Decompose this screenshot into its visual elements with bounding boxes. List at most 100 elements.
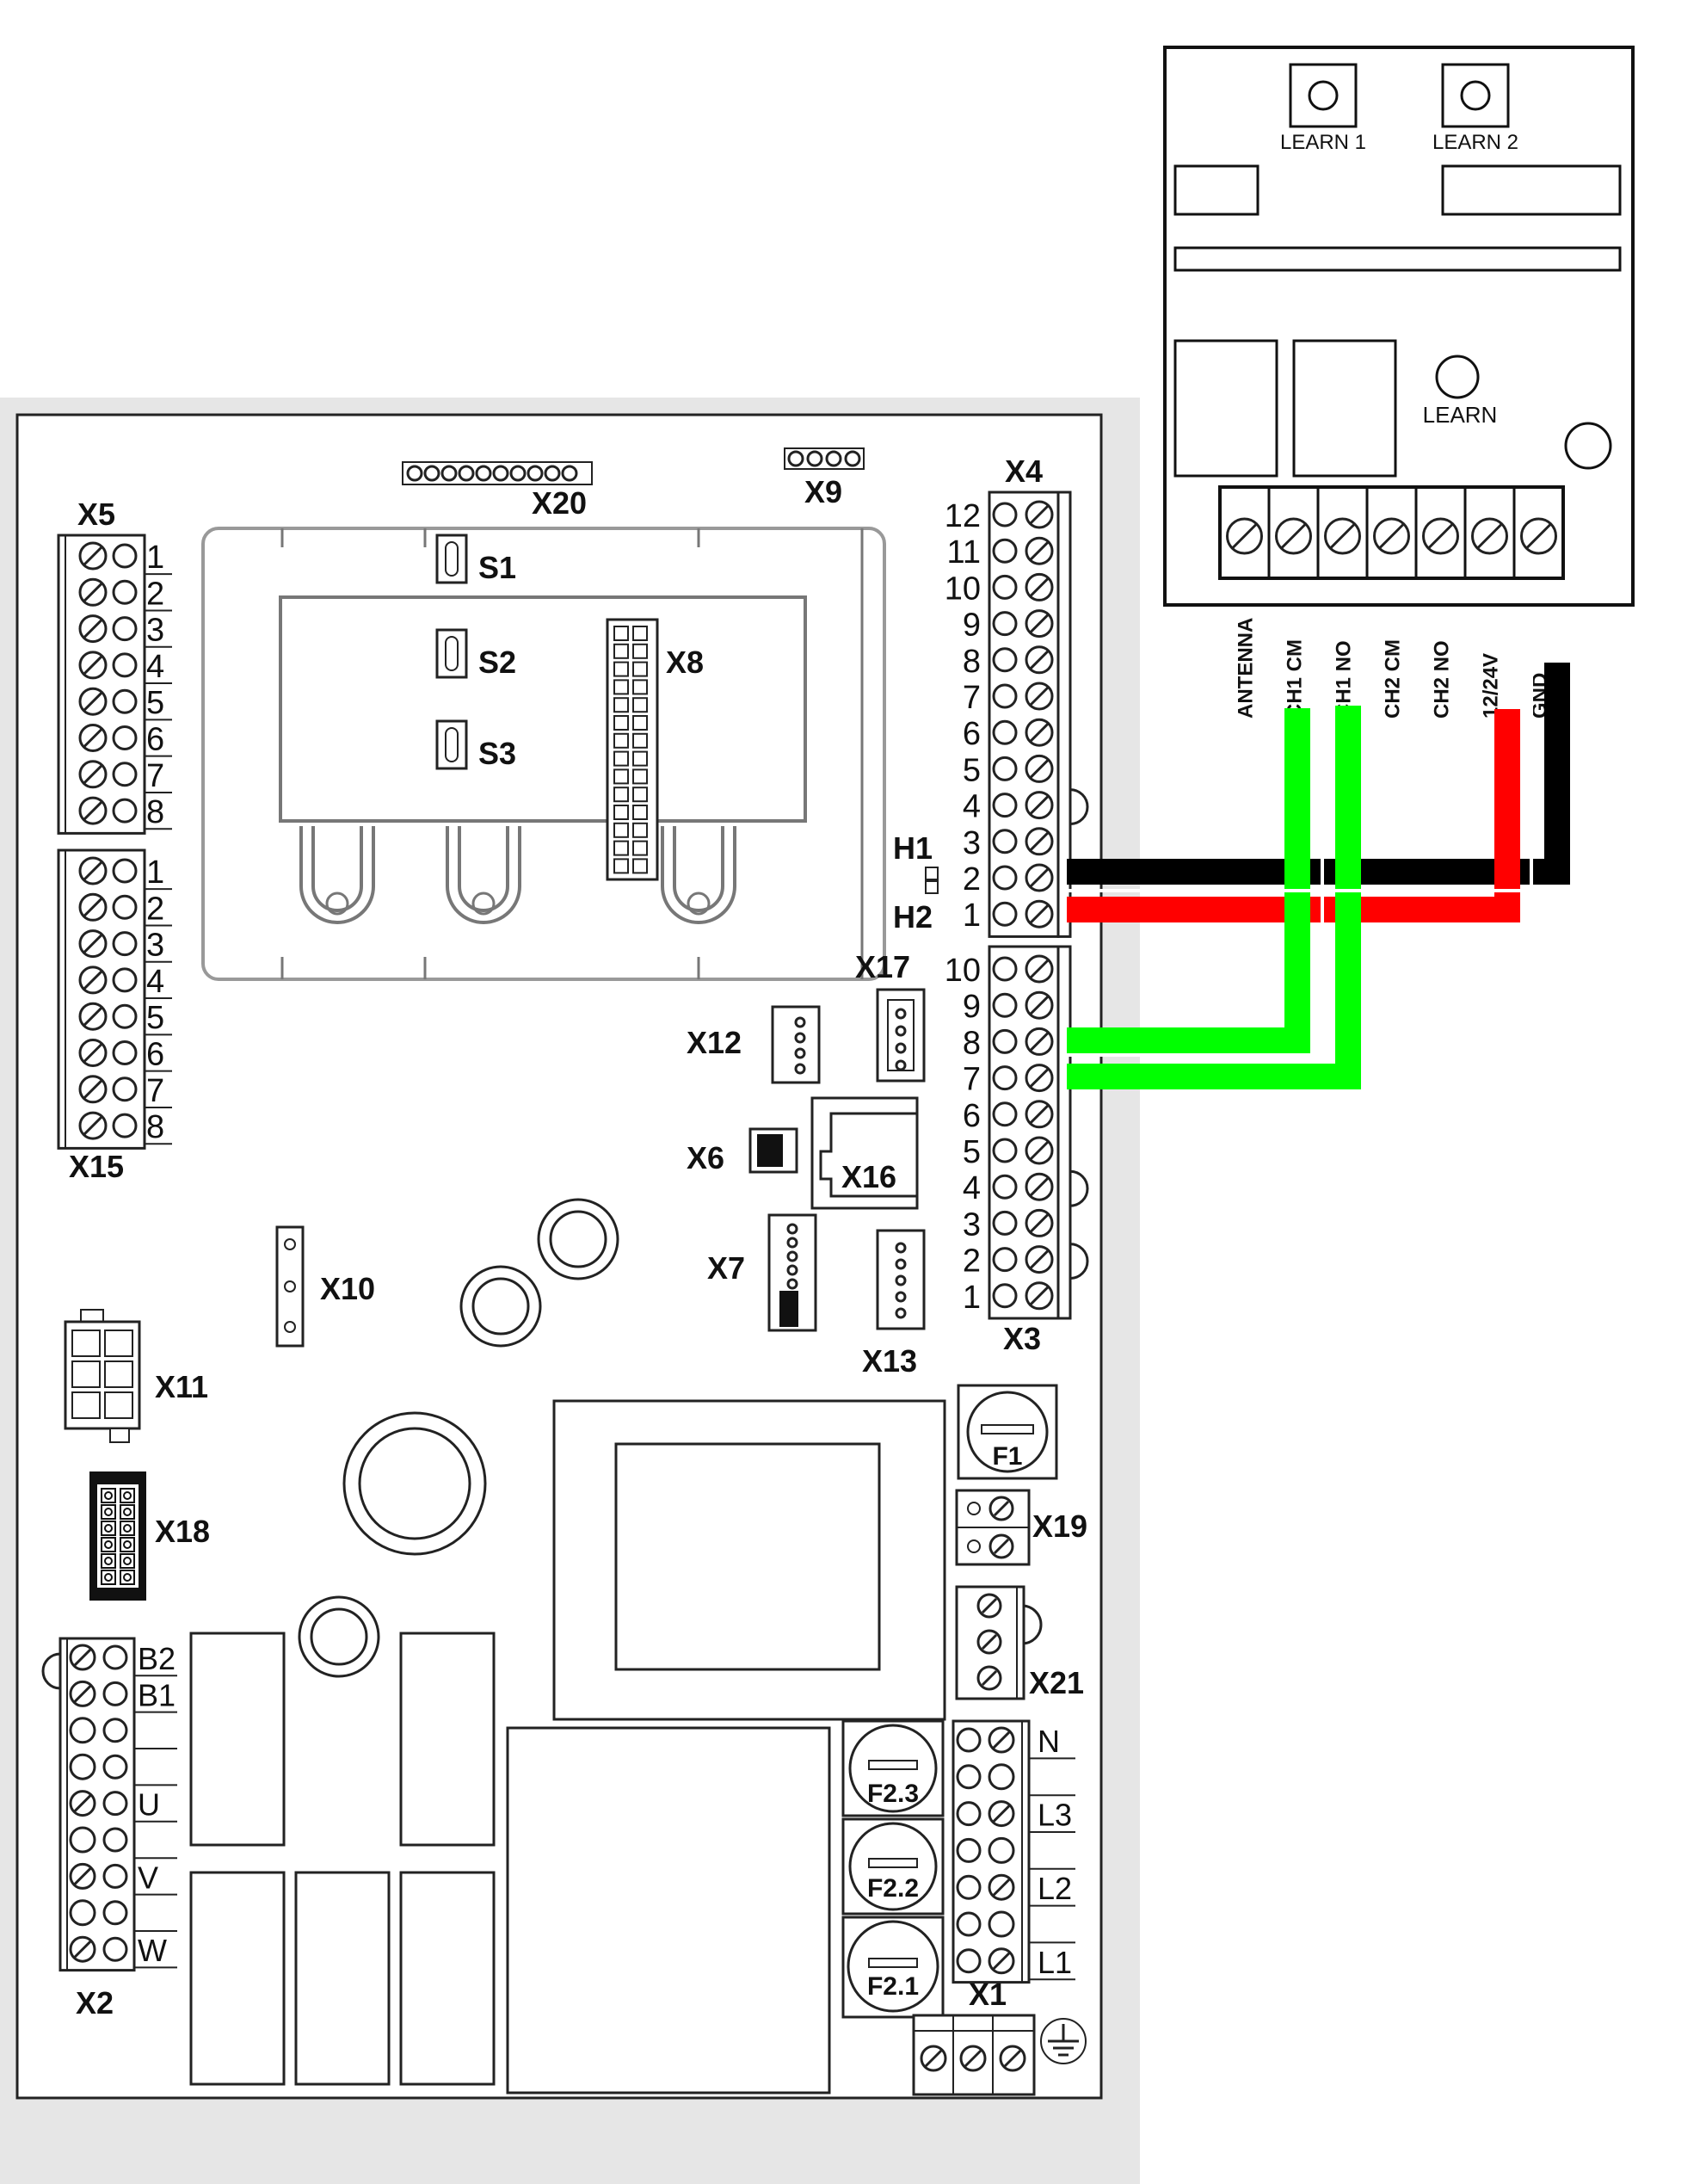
relay-4 <box>294 1871 391 2086</box>
x5-screw-slot <box>83 619 103 639</box>
x2-screw <box>69 1935 96 1963</box>
x1-hole <box>988 1910 1015 1938</box>
x8-pin <box>613 858 629 874</box>
x2-pin-label: B1 <box>138 1677 176 1712</box>
x4-screw <box>1025 754 1054 783</box>
x4-screw <box>1025 572 1054 602</box>
x8-pin <box>632 661 648 677</box>
x15-pin-label: 7 <box>146 1073 164 1109</box>
x3-screw-slot <box>1029 1176 1050 1197</box>
x5-screw <box>78 724 108 752</box>
mounting-clip-inner <box>311 826 363 912</box>
x20-pin <box>544 465 561 482</box>
x15-screw <box>78 1002 108 1031</box>
x17-pin <box>895 1059 907 1071</box>
x4-hole <box>992 901 1018 927</box>
x3-screw <box>1025 1027 1054 1056</box>
learn2-button[interactable] <box>1441 63 1510 128</box>
x17-pin <box>895 1025 907 1037</box>
x2-label: X2 <box>76 1985 114 2021</box>
x8-pin <box>632 822 648 838</box>
x8-pin <box>632 626 648 641</box>
connector-x13: X13 <box>862 1229 926 1379</box>
switch-s2[interactable]: S2 <box>435 628 516 680</box>
x4-screw-slot <box>1029 831 1050 852</box>
x3-hole <box>992 956 1018 982</box>
x4-screw <box>1025 718 1054 747</box>
x8-pin <box>632 697 648 713</box>
wire-green-ch1-cm <box>1067 708 1310 1053</box>
earth-terminal <box>912 2014 1087 2096</box>
x15-hole <box>112 1113 138 1138</box>
x4-hole <box>992 611 1018 637</box>
x1-hole <box>956 1764 982 1790</box>
x5-pin-label: 1 <box>146 540 164 576</box>
x18-pin-hole <box>123 1557 132 1565</box>
x4-pin-label: 10 <box>945 571 981 607</box>
x18-pin <box>120 1521 135 1536</box>
x18-pin <box>101 1553 116 1569</box>
x3-screw-slot <box>1029 1140 1050 1161</box>
receiver-terminal-screw <box>1275 517 1312 555</box>
x4-screw-slot <box>1029 758 1050 779</box>
x3-clip <box>1069 1243 1089 1280</box>
connector-x7: X7 <box>707 1213 817 1332</box>
x8-pin <box>613 732 629 749</box>
x20-pin <box>423 465 440 482</box>
x2-hole <box>69 1753 96 1780</box>
x4-pin-label: 1 <box>963 898 981 934</box>
x2-frame <box>59 1637 136 1972</box>
x11-label: X11 <box>155 1369 208 1404</box>
switch-s1[interactable]: S1 <box>435 534 516 585</box>
switch-s3[interactable]: S3 <box>435 719 516 771</box>
mounting-clip-inner <box>458 826 509 912</box>
x5-screw-slot <box>83 546 103 566</box>
x21-label: X21 <box>1029 1665 1084 1700</box>
connector-x18: X18 <box>89 1471 210 1601</box>
x4-pin-label: 3 <box>963 825 981 861</box>
receiver-terminal-screw-slot <box>1280 522 1307 550</box>
x15-pin-label: 2 <box>146 891 164 927</box>
x15-screw <box>78 856 108 885</box>
x13-pin <box>895 1291 907 1303</box>
x18-pin <box>101 1504 116 1520</box>
x16-label: X16 <box>841 1159 896 1194</box>
receiver-terminal-screw <box>1373 517 1410 555</box>
x18-pin <box>120 1488 135 1503</box>
x2-screw <box>69 1644 96 1671</box>
x5-screw-slot <box>83 764 103 785</box>
x1-hole <box>956 1727 982 1753</box>
x1-pin-label: L1 <box>1038 1945 1072 1980</box>
x5-pin-label: 8 <box>146 794 164 830</box>
x4-screw <box>1025 791 1054 820</box>
learn1-button[interactable] <box>1289 63 1358 128</box>
receiver-terminal-screw <box>1226 517 1263 555</box>
h2-label: H2 <box>893 899 933 935</box>
x1-hole <box>988 1763 1015 1791</box>
x2-hole <box>69 1899 96 1927</box>
x4-screw <box>1025 827 1054 856</box>
x15-pin-label: 3 <box>146 928 164 964</box>
earth-icon <box>1040 2018 1087 2064</box>
x7-pin <box>786 1250 798 1262</box>
x13-label: X13 <box>862 1343 917 1379</box>
x3-pin-label: 8 <box>963 1025 981 1061</box>
f22-label: F2.2 <box>867 1874 919 1903</box>
x4-pin-label: 4 <box>963 789 981 825</box>
mounting-hole <box>687 891 711 916</box>
mounting-clip <box>661 826 736 924</box>
connector-x11: X11 <box>64 1309 208 1443</box>
x8-label: X8 <box>666 645 704 680</box>
x10-label: X10 <box>320 1271 375 1306</box>
x4-screw-slot <box>1029 722 1050 743</box>
x2-hole <box>102 1900 128 1926</box>
receiver-terminal-label: CH1 NO <box>1333 640 1356 719</box>
x17-label: X17 <box>855 949 910 984</box>
x3-hole <box>992 1028 1018 1054</box>
learn-button[interactable] <box>1435 355 1480 399</box>
x2-hole <box>102 1791 128 1817</box>
x15-screw <box>78 1039 108 1067</box>
